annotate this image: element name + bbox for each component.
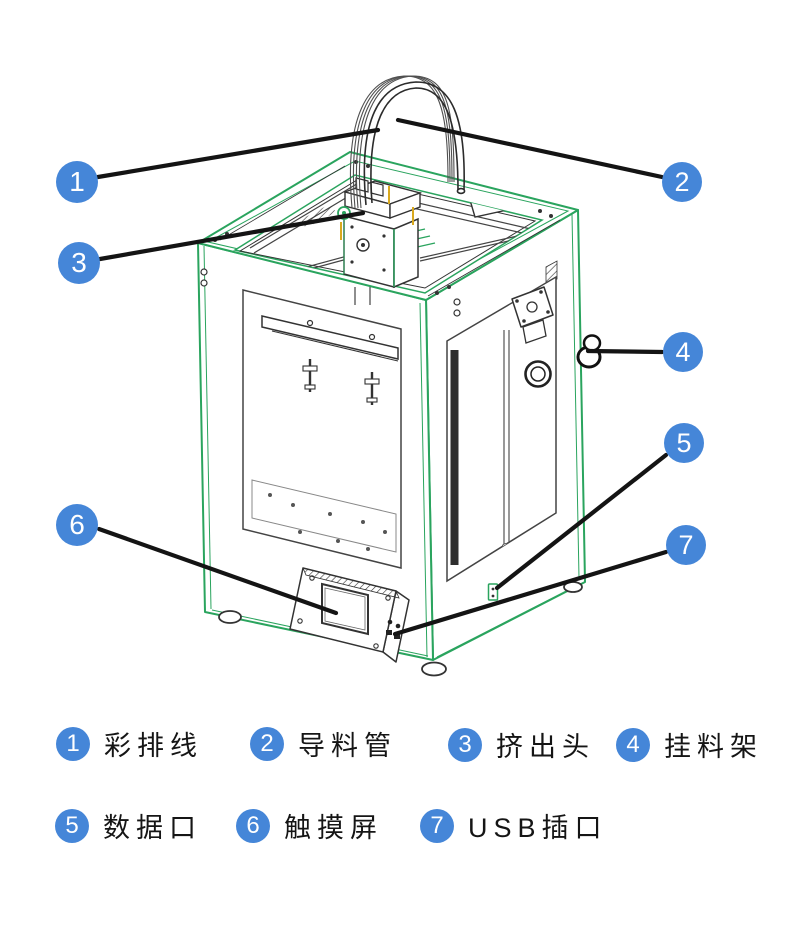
legend-label: 导料管 <box>298 731 397 761</box>
build-platform <box>251 315 399 553</box>
feed-knob <box>524 360 552 388</box>
legend-label: USB插口 <box>468 813 608 843</box>
callout-number-extruder-head: 3 <box>58 242 100 284</box>
callout-number-filament-guide-tube: 2 <box>662 162 702 202</box>
legend-number-badge: 7 <box>420 808 454 843</box>
legend-label: 挂料架 <box>664 732 763 762</box>
legend-label: 挤出头 <box>496 732 595 762</box>
legend-number-badge: 2 <box>250 726 284 761</box>
legend-item-7: 7 USB插口 <box>420 806 608 845</box>
legend-item-6: 6 触摸屏 <box>236 806 383 845</box>
stepper-motor <box>511 286 554 388</box>
printer-feet <box>218 581 583 677</box>
extruder-head <box>337 177 423 305</box>
callout-lines <box>95 117 669 637</box>
legend-number-badge: 3 <box>448 727 482 762</box>
usb-port <box>386 619 401 639</box>
callout-number-usb-port: 7 <box>666 525 706 565</box>
legend-item-5: 5 数据口 <box>55 806 202 845</box>
callout-line-extruder-head <box>97 210 366 262</box>
callout-number-data-port: 5 <box>664 423 704 463</box>
legend-number-badge: 4 <box>616 727 650 762</box>
callout-line-ribbon-cable <box>95 127 381 180</box>
legend-item-3: 3 挤出头 <box>448 725 595 764</box>
callout-line-spool-holder <box>585 348 665 355</box>
legend-number-badge: 1 <box>56 726 90 761</box>
touch-screen <box>289 567 410 663</box>
legend-number-badge: 5 <box>55 808 89 843</box>
callout-line-usb-port <box>392 549 669 637</box>
legend-label: 彩排线 <box>104 731 203 761</box>
legend-label: 触摸屏 <box>284 813 383 843</box>
callout-line-filament-guide-tube <box>395 117 665 180</box>
callout-number-ribbon-cable: 1 <box>56 161 98 203</box>
drive-belt <box>450 350 459 565</box>
callout-line-data-port <box>494 452 669 591</box>
callout-number-spool-holder: 4 <box>663 332 703 372</box>
legend-item-1: 1 彩排线 <box>56 724 203 763</box>
legend-item-4: 4 挂料架 <box>616 725 763 764</box>
spool-holder <box>576 334 602 369</box>
callout-number-touch-screen: 6 <box>56 504 98 546</box>
legend-item-2: 2 导料管 <box>250 724 397 763</box>
legend-label: 数据口 <box>103 813 202 843</box>
callout-line-touch-screen <box>96 526 339 616</box>
legend-number-badge: 6 <box>236 808 270 843</box>
